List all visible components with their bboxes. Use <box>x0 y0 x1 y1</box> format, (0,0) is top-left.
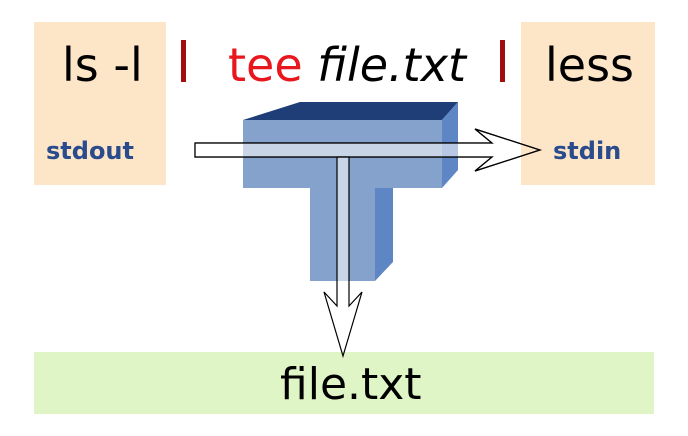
tee-keyword: tee <box>228 38 303 92</box>
tee-top-face <box>243 102 458 120</box>
tee-argument: file.txt <box>317 38 466 92</box>
pipe-symbol-left <box>181 40 186 82</box>
output-file-label: file.txt <box>280 359 422 410</box>
pipe-symbol-right <box>500 40 505 82</box>
command-box-less <box>521 22 655 185</box>
file-box <box>34 352 654 414</box>
command-less: less <box>545 38 635 92</box>
flow-arrow-vertical-body <box>337 157 349 306</box>
stdin-label: stdin <box>553 137 622 165</box>
command-ls: ls -l <box>62 38 143 92</box>
tee-stem-side <box>375 188 393 281</box>
flow-arrow-horizontal-body <box>195 143 492 157</box>
flow-arrow-vertical-outline <box>323 156 363 359</box>
stdout-label: stdout <box>46 137 134 165</box>
flow-arrow-horizontal-outline <box>194 128 542 172</box>
command-tee: tee file.txt <box>228 42 466 88</box>
command-box-ls <box>34 22 166 185</box>
